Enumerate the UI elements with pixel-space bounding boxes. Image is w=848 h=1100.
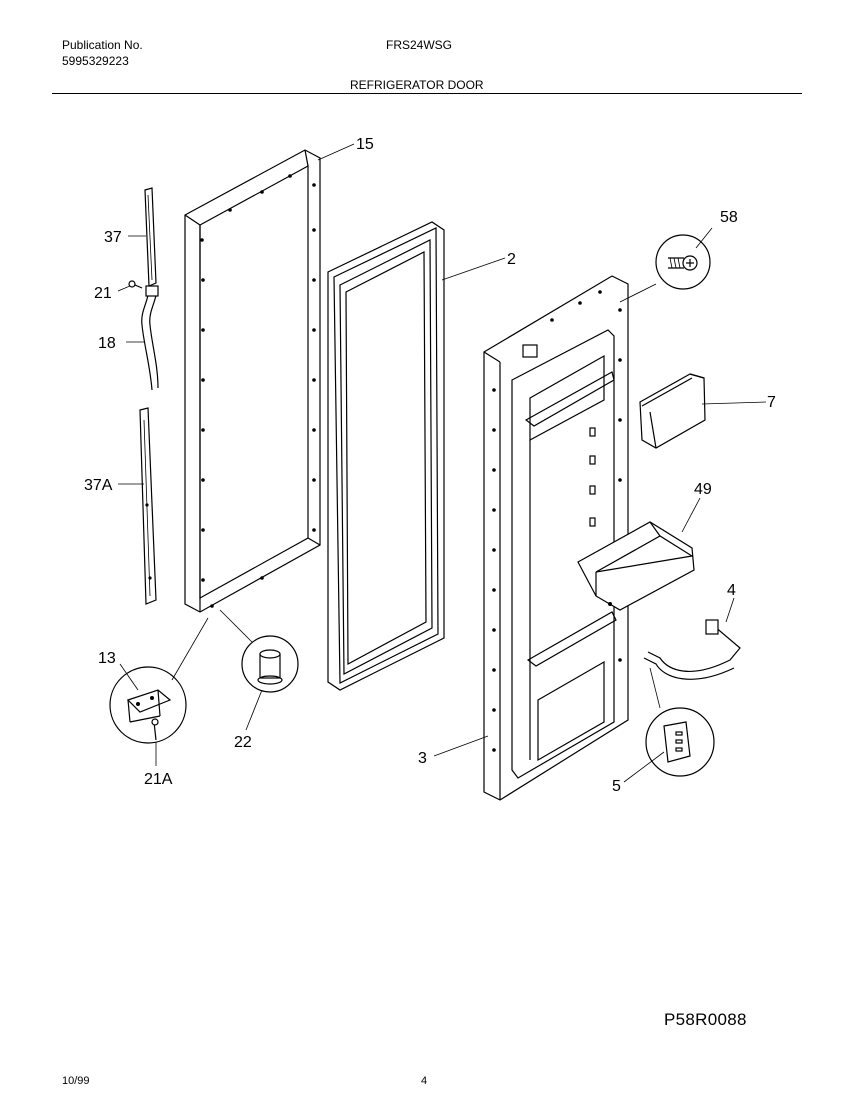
model-number: FRS24WSG — [386, 38, 453, 52]
part-13-hinge-detail — [109, 666, 187, 744]
diagram-code: P58R0088 — [664, 1010, 747, 1029]
part-7-dairy-door — [639, 373, 706, 449]
callout-4: 4 — [727, 582, 736, 599]
callout-15: 15 — [356, 136, 374, 153]
callout-22: 22 — [234, 734, 252, 751]
callout-37: 37 — [104, 229, 122, 246]
part-2-door-gasket — [327, 221, 445, 691]
publication-label: Publication No. — [62, 38, 143, 52]
part-37a-lower-trim — [139, 407, 157, 605]
callout-3: 3 — [418, 750, 427, 767]
header-rule — [52, 93, 802, 94]
part-18-handle — [141, 285, 159, 391]
callout-7: 7 — [767, 394, 776, 411]
callout-21: 21 — [94, 285, 112, 302]
part-5-detail — [645, 707, 715, 777]
callout-2: 2 — [507, 251, 516, 268]
part-4-bin-support — [643, 619, 741, 680]
part-21-screw — [128, 280, 143, 289]
callout-18: 18 — [98, 335, 116, 352]
part-37-upper-trim — [144, 187, 157, 287]
callout-58: 58 — [720, 209, 738, 226]
callout-13: 13 — [98, 650, 116, 667]
footer-date: 10/99 — [62, 1075, 90, 1087]
part-15-door-frame — [184, 149, 321, 613]
page-number: 4 — [421, 1075, 428, 1087]
callout-21a: 21A — [144, 771, 173, 788]
part-3-door-liner — [483, 275, 629, 801]
leader-lines — [117, 143, 767, 783]
callout-37a: 37A — [84, 477, 113, 494]
section-title: REFRIGERATOR DOOR — [350, 78, 484, 92]
part-49-door-bin — [577, 521, 695, 611]
part-22-bushing-detail — [241, 635, 299, 693]
callout-5: 5 — [612, 778, 621, 795]
publication-number: 5995329223 — [62, 54, 129, 68]
part-58-screw-detail — [655, 234, 711, 290]
callout-49: 49 — [694, 481, 712, 498]
